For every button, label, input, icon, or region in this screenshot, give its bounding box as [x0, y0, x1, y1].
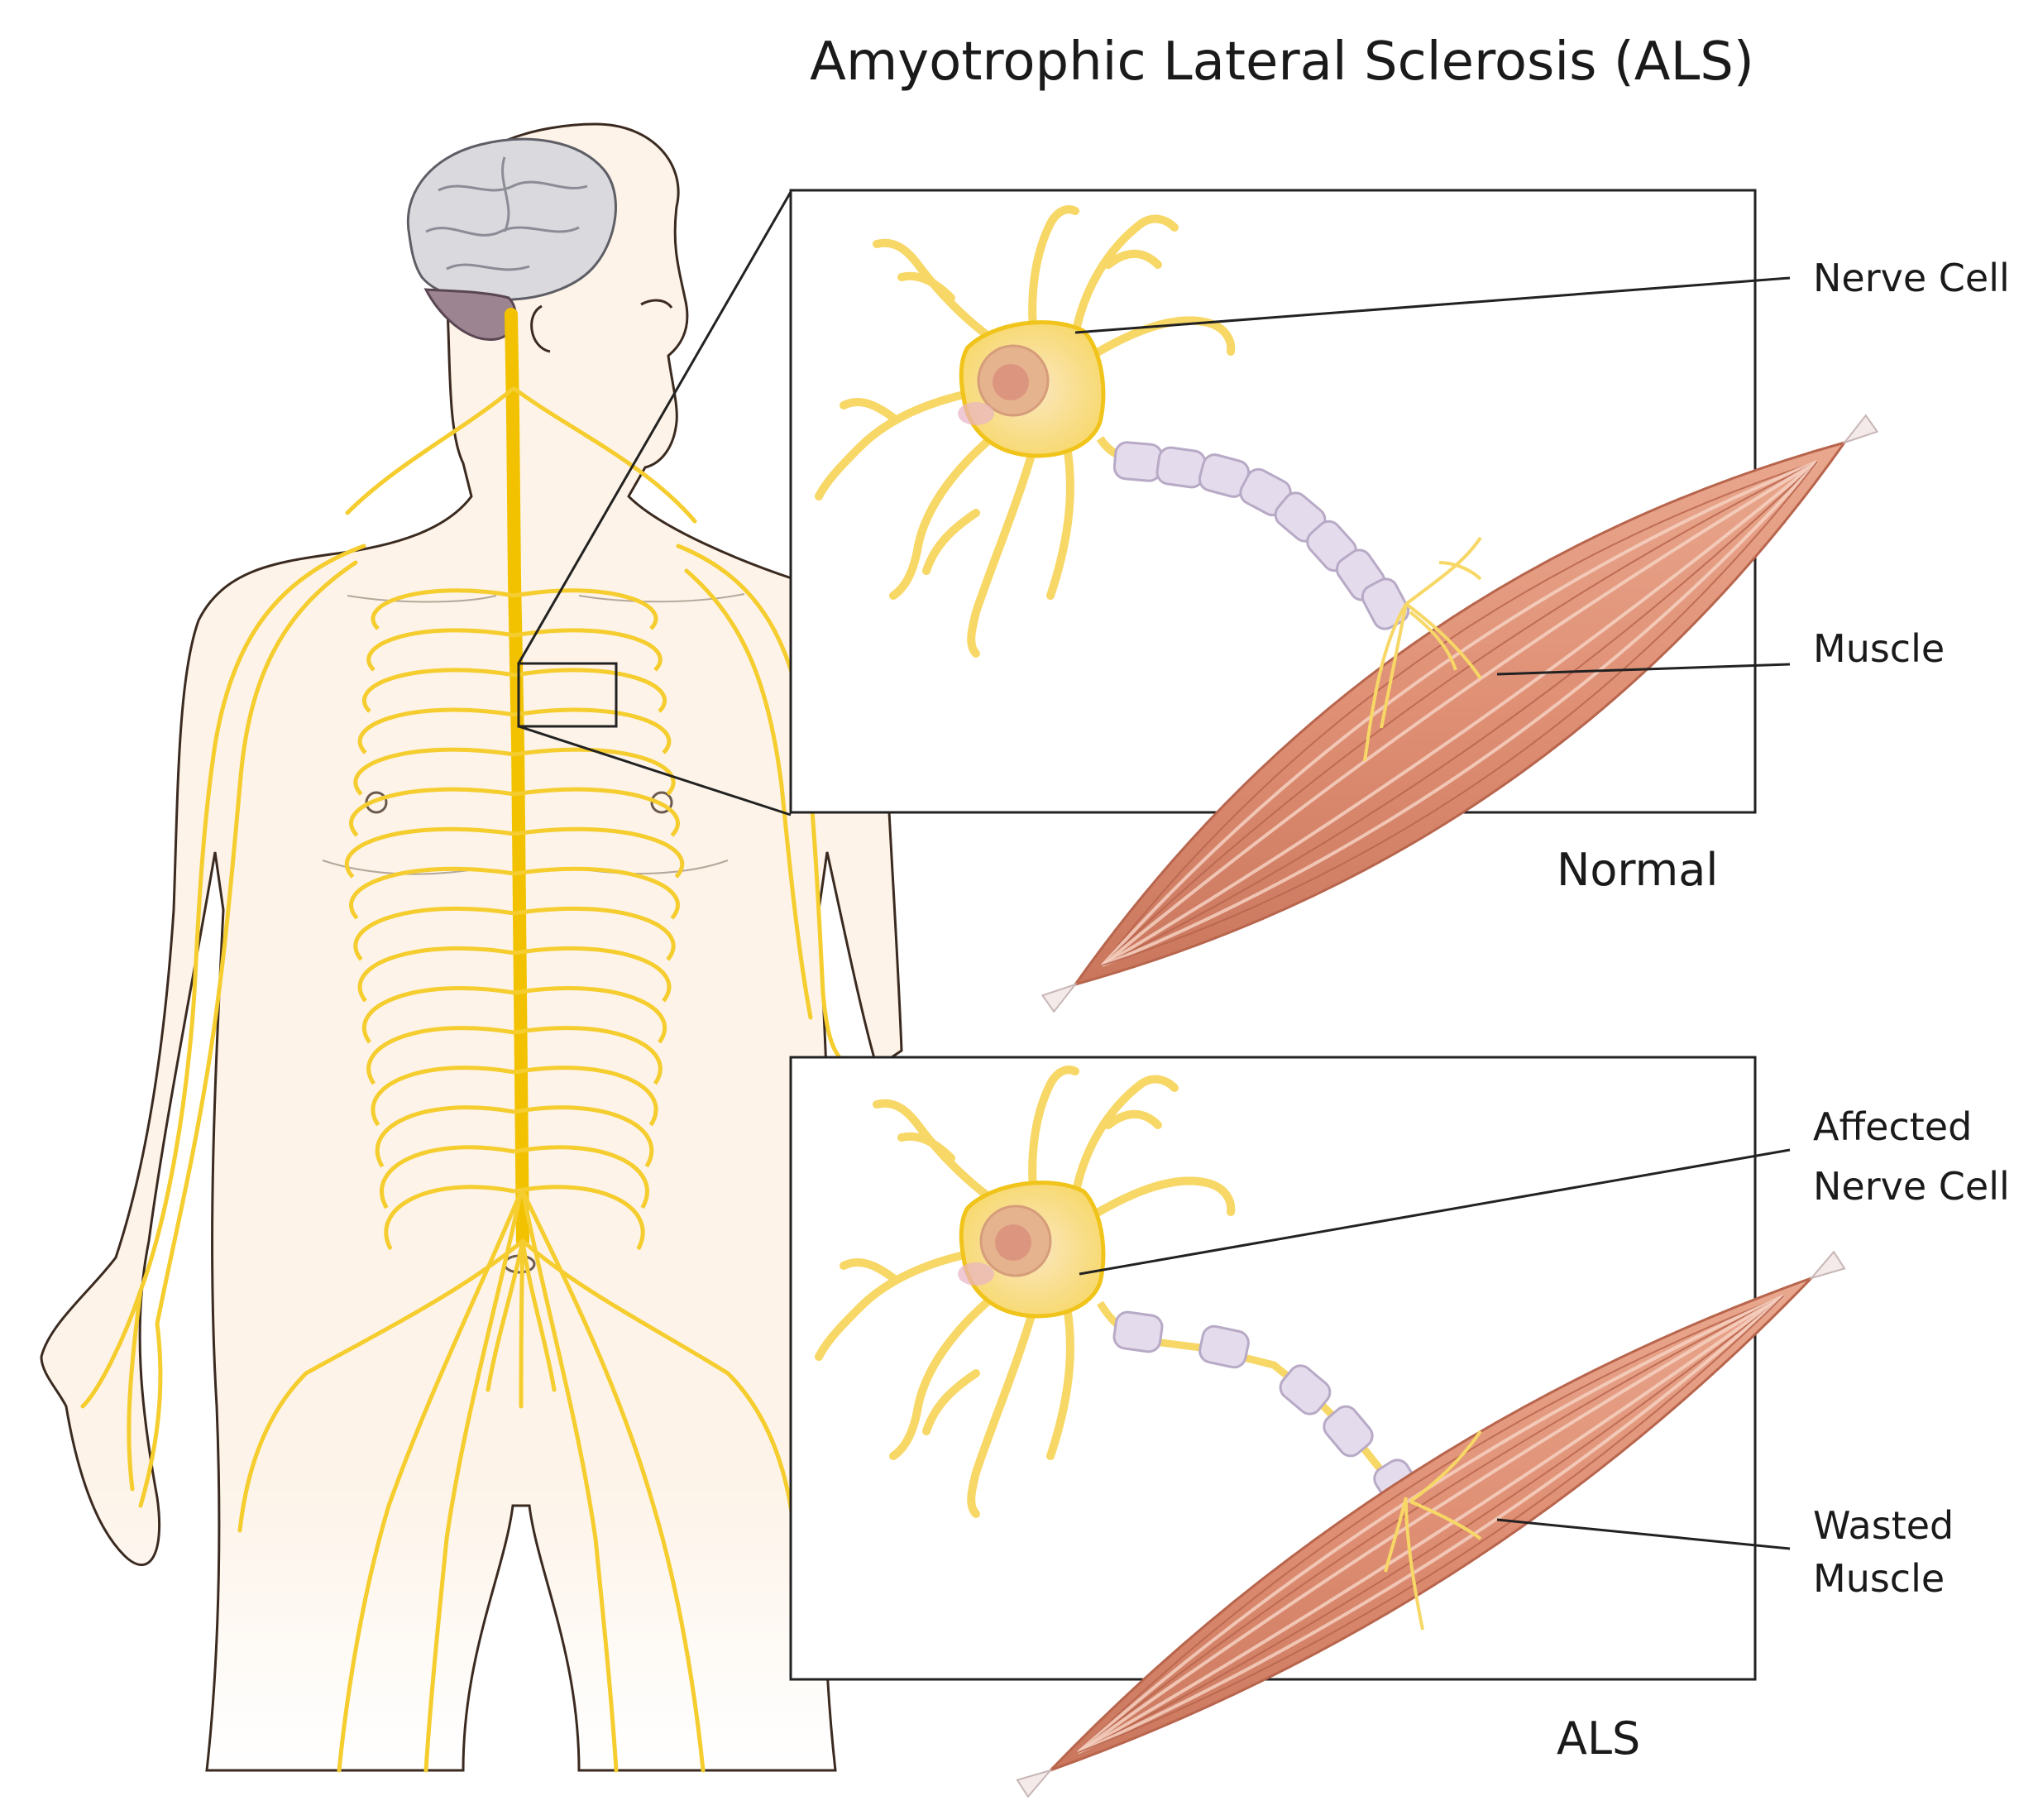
rib-nerve-left	[344, 826, 515, 879]
ear	[530, 304, 551, 353]
rib-nerve-left	[375, 1105, 515, 1168]
leader-affected-nerve-cell	[1079, 1148, 1791, 1276]
muscle-fibre	[1101, 461, 1818, 966]
rib-nerve-left	[362, 668, 515, 713]
rib-nerve-right	[514, 866, 680, 920]
rib-nerve-right	[514, 588, 658, 630]
muscle-tendon	[1809, 1250, 1846, 1280]
leader-nerve-cell	[1074, 276, 1791, 334]
rib-nerve-left	[366, 628, 515, 672]
muscle-tendon	[1016, 1769, 1053, 1798]
caption-normal: Normal	[1557, 844, 1718, 896]
normal-dendrites	[815, 205, 1236, 658]
normal-myelin-sheath	[1112, 441, 1410, 630]
myelin-segment	[1279, 1364, 1332, 1415]
myelin-segment	[1112, 441, 1164, 482]
brain-folds	[425, 156, 588, 271]
rib-nerve-right	[514, 787, 680, 837]
leader-wasted-muscle	[1496, 1518, 1791, 1550]
als-myelin-sheath	[1112, 1310, 1423, 1511]
rib-nerve-right	[514, 1066, 658, 1127]
rib-nerve-right	[514, 946, 672, 1003]
rib-nerve-right	[514, 747, 676, 796]
als-nucleolus	[995, 1224, 1031, 1261]
brain	[406, 137, 617, 302]
als-nerve-endings	[1384, 1430, 1482, 1631]
label-affected-nerve-cell-line2: Nerve Cell	[1813, 1164, 2010, 1209]
muscle-fibre	[1101, 460, 1819, 967]
muscle-fibre	[1077, 1294, 1785, 1754]
myelin-segment	[1198, 1324, 1250, 1369]
muscle-fibre	[1101, 460, 1819, 967]
panel-normal	[789, 189, 1879, 1013]
muscle-fibre	[1077, 1295, 1785, 1755]
muscle-fibre	[1078, 1296, 1785, 1754]
spinal-cord	[505, 308, 529, 1248]
als-wasted-muscle	[1016, 1250, 1846, 1798]
rib-nerve-left	[384, 1185, 515, 1251]
muscle-tendon	[1842, 414, 1879, 445]
caption-als: ALS	[1557, 1712, 1640, 1765]
nipple-right	[650, 791, 673, 814]
rib-nerve-right	[514, 707, 672, 754]
label-nerve-cell: Nerve Cell	[1813, 256, 2010, 300]
rib-nerve-left	[357, 946, 515, 1003]
rib-nerve-right	[514, 1185, 645, 1251]
rib-nerve-right	[514, 906, 676, 961]
muscle-fibre	[1102, 461, 1818, 966]
rib-nerve-left	[349, 866, 515, 920]
muscle-fibre	[1101, 460, 1819, 967]
myelin-segment	[1112, 1310, 1164, 1353]
rib-nerve-right	[514, 668, 667, 713]
rib-nerve-left	[353, 747, 515, 796]
zoom-line-top	[517, 191, 792, 664]
label-wasted-muscle-line2: Muscle	[1813, 1556, 1945, 1601]
normal-nerve-endings	[1363, 536, 1482, 762]
muscle-fibre	[1078, 1295, 1785, 1754]
leader-muscle	[1496, 663, 1791, 676]
cerebellum	[423, 288, 517, 341]
rib-nerve-right	[514, 1145, 649, 1209]
rib-nerve-left	[366, 1026, 515, 1085]
diagram-title: Amyotrophic Lateral Sclerosis (ALS)	[810, 31, 1754, 93]
zoom-region-box	[517, 662, 618, 728]
rib-nerve-right	[514, 628, 663, 672]
human-figure	[40, 122, 903, 1773]
als-organelle	[958, 1262, 994, 1286]
label-muscle: Muscle	[1813, 626, 1945, 671]
rib-nerve-left	[380, 1145, 515, 1209]
label-wasted-muscle-line1: Wasted	[1813, 1503, 1954, 1548]
normal-muscle	[1041, 414, 1879, 1013]
rib-nerve-right	[514, 1105, 654, 1168]
muscle-fibre	[1101, 460, 1819, 967]
rib-nerves	[344, 588, 685, 1251]
rib-nerve-left	[349, 787, 515, 837]
muscle-fibre	[1077, 1295, 1784, 1753]
myelin-segment	[1323, 1405, 1374, 1458]
muscle-tendon	[1041, 982, 1078, 1013]
rib-nerve-left	[371, 588, 515, 630]
rib-nerve-left	[371, 1066, 515, 1127]
rib-nerve-right	[514, 986, 667, 1044]
muscle-fibre	[1077, 1295, 1785, 1755]
label-affected-nerve-cell-line1: Affected	[1813, 1104, 1972, 1149]
zoom-line-bottom	[518, 725, 792, 817]
peripheral-nerves	[80, 386, 854, 1773]
rib-nerve-right	[514, 1026, 663, 1085]
rib-nerve-left	[357, 707, 515, 754]
rib-nerve-left	[353, 906, 515, 961]
normal-organelle	[958, 402, 994, 425]
eye	[640, 299, 673, 309]
panel-als	[789, 1056, 1846, 1798]
muscle-fibre	[1102, 461, 1819, 966]
rib-nerve-right	[514, 826, 685, 879]
rib-nerve-left	[362, 986, 515, 1044]
als-dendrites	[815, 1066, 1236, 1518]
muscle-fibre	[1102, 461, 1818, 966]
normal-nucleolus	[993, 364, 1029, 400]
